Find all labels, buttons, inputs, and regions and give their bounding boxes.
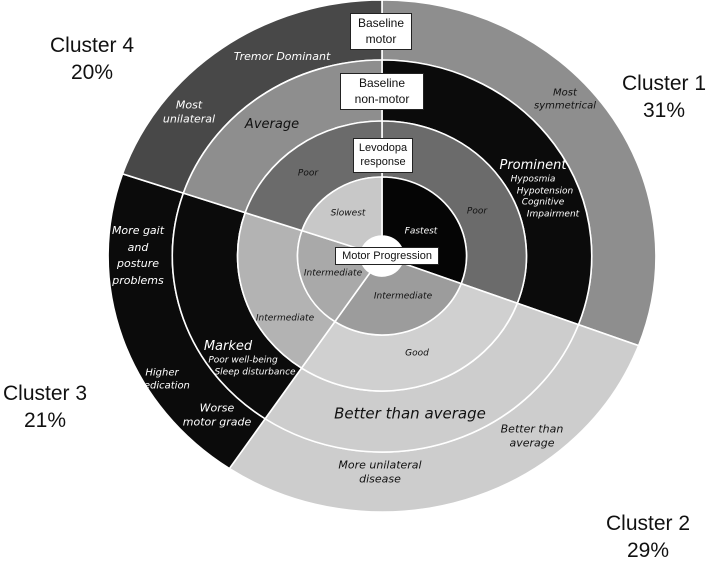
cluster-name: Cluster 3 [2, 382, 88, 405]
c3-nonmotor-text: Marked [203, 338, 253, 354]
cluster-3-label: Cluster 3 21% [3, 380, 87, 435]
c1-detail: Cognitive [521, 197, 565, 208]
c1-progression-text: Fastest [404, 226, 438, 237]
line: disease [359, 472, 401, 485]
line: Better than [500, 422, 564, 436]
c4-progression-text: Slowest [330, 208, 366, 219]
c1-levodopa-text: Poor [466, 206, 488, 217]
line: problems [112, 273, 164, 287]
line: Higher [145, 367, 179, 379]
line: Worse [199, 401, 235, 415]
line: Most [175, 98, 203, 112]
c3-progression-text: Intermediate [303, 268, 363, 279]
line: motor grade [182, 415, 252, 428]
c1-detail: Impairment [526, 209, 580, 220]
levodopa-response-box: Levodopa response [353, 138, 413, 173]
cluster-percent: 29% [626, 539, 670, 563]
c3-detail: Sleep disturbance [214, 367, 296, 378]
c4-motor-text: Tremor Dominant [233, 50, 331, 64]
line: symmetrical [534, 100, 596, 111]
c3-detail: Poor well-being [208, 355, 278, 366]
cluster-name: Cluster 2 [605, 512, 691, 535]
c1-detail: Hyposmia [510, 174, 556, 185]
c2-nonmotor-text: Better than average [334, 404, 486, 423]
line: and [127, 240, 149, 254]
c3-levodopa-text: Intermediate [255, 313, 315, 324]
c1-detail: Hypotension [516, 186, 574, 197]
cluster-1-label: Cluster 1 31% [622, 70, 706, 125]
box-line: Levodopa [358, 142, 408, 154]
cluster-percent: 21% [23, 409, 67, 433]
c2-progression-text: Intermediate [373, 291, 433, 302]
line: More unilateral [338, 458, 422, 472]
line: More gait [111, 224, 165, 237]
line: medication [134, 380, 190, 391]
line: unilateral [162, 112, 216, 125]
cluster-percent: 31% [642, 99, 686, 123]
motor-progression-box: Motor Progression [335, 247, 439, 266]
c3-motor-text: More gait and posture problems [112, 223, 164, 289]
c4-levodopa-text: Poor [297, 168, 319, 179]
c2-levodopa-text: Good [405, 348, 429, 359]
box-line: non-motor [354, 91, 410, 106]
box-line: Baseline [357, 16, 405, 30]
cluster-name: Cluster 1 [621, 72, 707, 95]
box-line: response [360, 156, 406, 169]
box-line: Baseline [358, 76, 406, 90]
cluster-percent: 20% [70, 61, 114, 85]
cluster-name: Cluster 4 [49, 34, 135, 57]
c1-nonmotor-text: Prominent [499, 157, 567, 173]
box-line: motor [365, 31, 397, 46]
line: posture [116, 257, 160, 270]
cluster-4-label: Cluster 4 20% [50, 32, 134, 87]
line: average [509, 436, 555, 449]
line: Most [553, 87, 577, 99]
c4-nonmotor-text: Average [244, 116, 300, 132]
cluster-2-label: Cluster 2 29% [606, 510, 690, 565]
